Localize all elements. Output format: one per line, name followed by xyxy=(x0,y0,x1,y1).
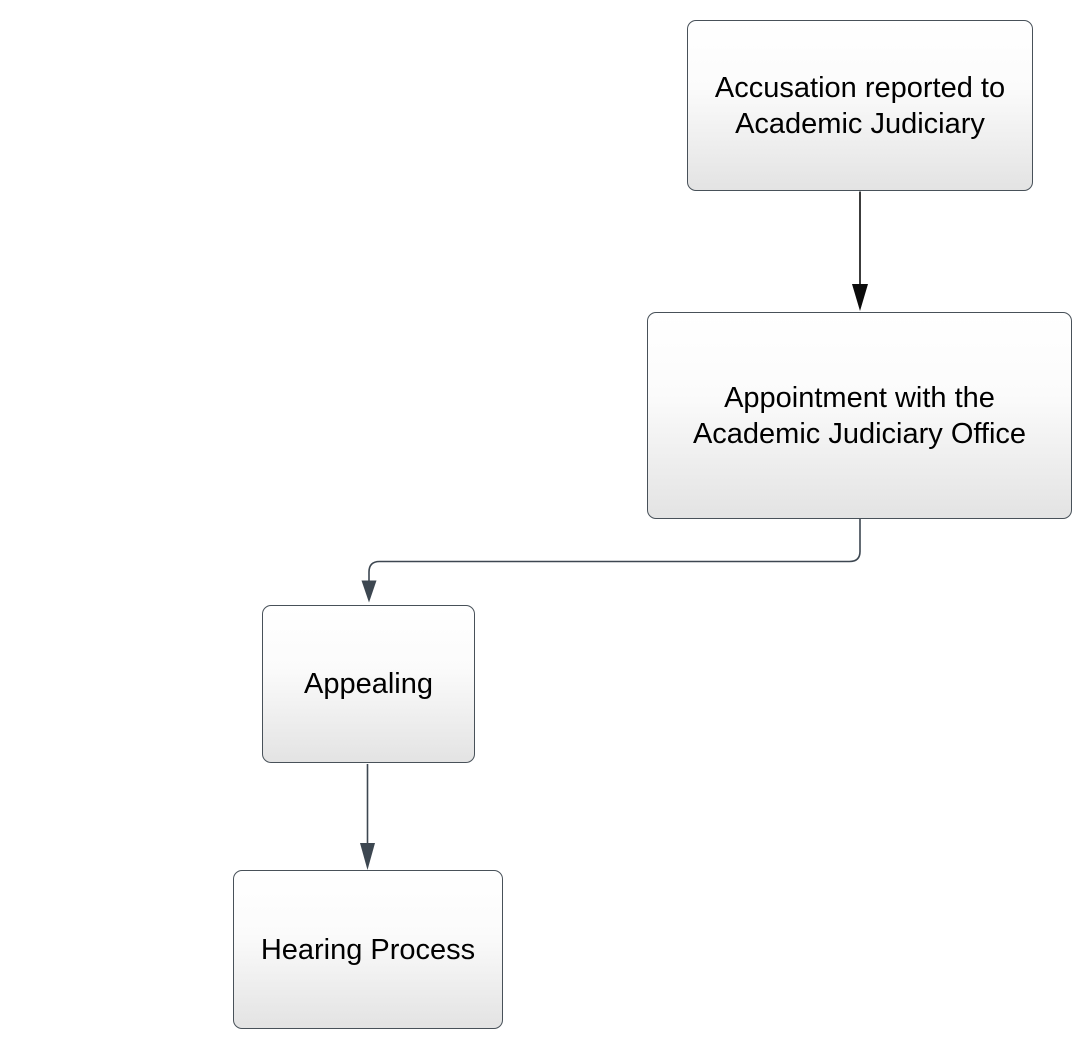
node-label: Appointment with the Academic Judiciary … xyxy=(692,381,1027,450)
node-hearing-process: Hearing Process xyxy=(233,870,503,1029)
arrowhead-icon xyxy=(360,843,375,870)
arrowhead-icon xyxy=(852,284,868,311)
edge-line xyxy=(368,519,861,581)
node-label: Accusation reported to Academic Judiciar… xyxy=(714,71,1006,140)
node-appointment-office: Appointment with the Academic Judiciary … xyxy=(647,312,1072,519)
node-accusation-reported: Accusation reported to Academic Judiciar… xyxy=(687,20,1033,191)
node-appealing: Appealing xyxy=(262,605,475,763)
arrowhead-icon xyxy=(361,580,377,603)
edge-appointment-to-appealing xyxy=(361,519,861,603)
edge-accusation-to-appointment xyxy=(852,191,868,311)
edge-appealing-to-hearing xyxy=(360,764,375,870)
node-label: Hearing Process xyxy=(260,933,476,966)
node-label: Appealing xyxy=(304,668,433,700)
